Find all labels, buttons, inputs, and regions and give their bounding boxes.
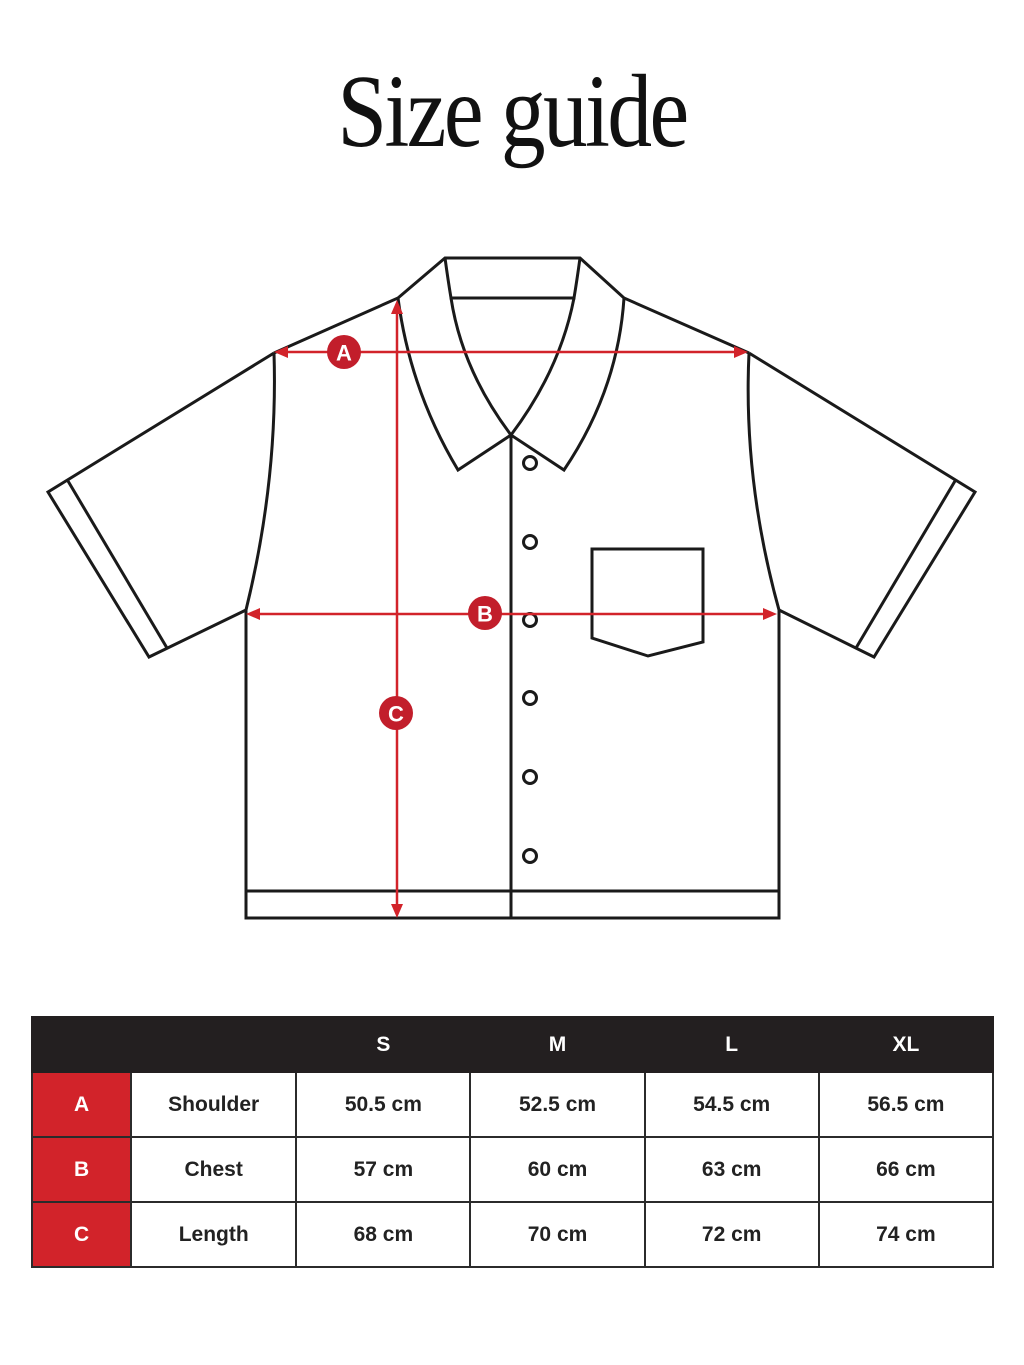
shirt-buttons	[522, 455, 538, 864]
cell-value: 72 cm	[643, 1201, 820, 1268]
table-row: B Chest 57 cm 60 cm 63 cm 66 cm	[30, 1136, 995, 1203]
measurement-b: B	[246, 596, 777, 630]
row-label: Shoulder	[130, 1071, 298, 1138]
page-title: Size guide	[337, 54, 689, 169]
svg-text:A: A	[336, 341, 352, 366]
button-icon	[522, 690, 538, 706]
row-key: B	[30, 1136, 133, 1203]
table-header-row: S M L XL	[30, 1016, 995, 1073]
badge-c	[379, 696, 413, 730]
shirt-outline	[45, 256, 978, 920]
cell-value: 70 cm	[469, 1201, 646, 1268]
header-name	[130, 1016, 298, 1073]
cell-value: 54.5 cm	[643, 1071, 820, 1138]
measurement-c: C	[379, 300, 413, 918]
row-label: Length	[130, 1201, 298, 1268]
header-size-xl: XL	[817, 1016, 995, 1073]
row-label: Chest	[130, 1136, 298, 1203]
table-row: A Shoulder 50.5 cm 52.5 cm 54.5 cm 56.5 …	[30, 1071, 995, 1138]
table-row: C Length 68 cm 70 cm 72 cm 74 cm	[30, 1201, 995, 1268]
button-icon	[522, 612, 538, 628]
button-icon	[522, 769, 538, 785]
shirt-diagram: A B C	[45, 256, 978, 920]
cell-value: 60 cm	[469, 1136, 646, 1203]
cell-value: 50.5 cm	[295, 1071, 472, 1138]
cell-value: 56.5 cm	[817, 1071, 995, 1138]
svg-text:B: B	[477, 602, 493, 627]
row-key: C	[30, 1201, 133, 1268]
cell-value: 63 cm	[643, 1136, 820, 1203]
header-size-m: M	[469, 1016, 646, 1073]
header-size-l: L	[643, 1016, 820, 1073]
row-key: A	[30, 1071, 133, 1138]
cell-value: 66 cm	[817, 1136, 995, 1203]
size-table: S M L XL A Shoulder 50.5 cm 52.5 cm 54.5…	[30, 1016, 995, 1268]
button-icon	[522, 534, 538, 550]
cell-value: 74 cm	[817, 1201, 995, 1268]
cell-value: 68 cm	[295, 1201, 472, 1268]
measurement-a: A	[274, 335, 748, 369]
badge-a	[327, 335, 361, 369]
svg-text:C: C	[388, 702, 404, 727]
header-size-s: S	[295, 1016, 472, 1073]
button-icon	[522, 848, 538, 864]
cell-value: 52.5 cm	[469, 1071, 646, 1138]
cell-value: 57 cm	[295, 1136, 472, 1203]
badge-b	[468, 596, 502, 630]
header-key	[30, 1016, 133, 1073]
button-icon	[522, 455, 538, 471]
